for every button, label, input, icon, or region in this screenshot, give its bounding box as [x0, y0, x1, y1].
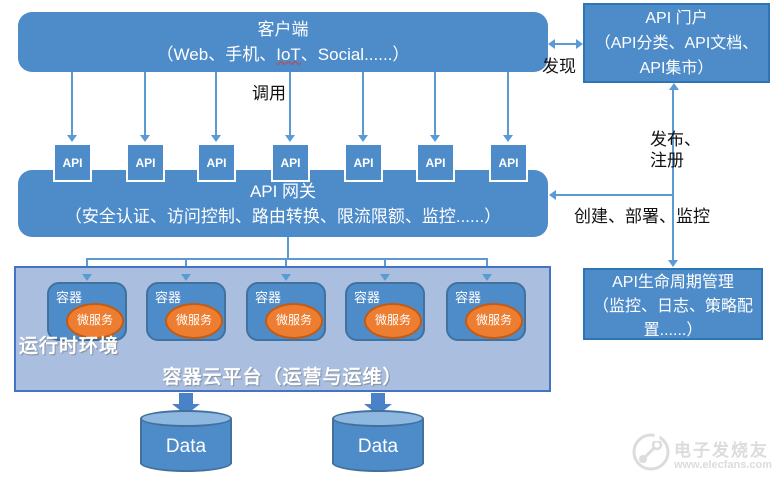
container-arrowhead-2	[181, 274, 191, 281]
discover-label: 发现	[542, 57, 576, 76]
portal-arrowhead-up	[669, 83, 679, 90]
api-gateway-subtitle: （安全认证、访问控制、路由转换、限流限额、监控......）	[64, 206, 502, 226]
client-subtitle-iot: IoT	[276, 44, 301, 64]
container-arrowhead-5	[482, 274, 492, 281]
client-subtitle-post: 、Social......）	[300, 44, 410, 64]
client-api-line-2	[144, 72, 146, 136]
cylinder-top	[332, 410, 424, 427]
gateway-arrowhead-left	[549, 190, 556, 200]
microservice-label: 微服务	[475, 313, 512, 328]
gateway-platform-feed-line	[287, 237, 289, 260]
container-platform-label: 容器云平台（运营与运维）	[162, 367, 403, 388]
client-api-line-3	[215, 72, 217, 136]
api-box-3: API	[197, 143, 236, 182]
runtime-environment-label: 运行时环境	[19, 336, 120, 357]
cylinder-top	[140, 410, 232, 427]
discover-arrowhead-left	[548, 39, 555, 49]
container-label: 容器	[155, 290, 182, 305]
watermark-name: 电子发烧友	[674, 441, 769, 460]
api-lifecycle-box: API生命周期管理 （监控、日志、策略配置......）	[583, 268, 763, 340]
lifecycle-arrowhead-down	[668, 260, 678, 267]
microservice-label: 微服务	[275, 313, 312, 328]
data-label: Data	[165, 436, 207, 457]
client-api-arrowhead-3	[211, 135, 221, 142]
data-cylinder-right: Data	[332, 410, 424, 472]
containers-bus-line	[86, 258, 488, 260]
client-api-line-7	[507, 72, 509, 136]
api-box-6: API	[416, 143, 455, 182]
microservice-ellipse: 微服务	[66, 303, 124, 339]
client-subtitle-pre: （Web、手机、	[156, 44, 277, 64]
client-subtitle: （Web、手机、IoT、Social......）	[18, 43, 548, 68]
api-portal-title: API 门户	[645, 10, 708, 27]
api-box-5: API	[344, 143, 383, 182]
microservice-label: 微服务	[76, 313, 113, 328]
container-arrowhead-1	[82, 274, 92, 281]
api-box-4: API	[271, 143, 310, 182]
client-api-arrowhead-5	[358, 135, 368, 142]
discover-arrow-line	[553, 43, 579, 45]
api-gateway-title: API 网关	[249, 182, 317, 201]
client-api-line-6	[434, 72, 436, 136]
lifecycle-gateway-hline	[555, 194, 674, 196]
api-portal-box: API 门户 （API分类、API文档、API集市）	[583, 3, 770, 83]
container-label: 容器	[56, 290, 83, 305]
client-api-arrowhead-6	[430, 135, 440, 142]
container-box-5: 容器 微服务	[446, 282, 526, 341]
client-api-arrowhead-2	[140, 135, 150, 142]
container-arrowhead-3	[281, 274, 291, 281]
call-label: 调用	[252, 84, 286, 103]
microservice-label: 微服务	[175, 313, 212, 328]
lifecycle-vline	[672, 194, 674, 260]
client-api-line-5	[362, 72, 364, 136]
microservice-ellipse: 微服务	[265, 303, 323, 339]
data-label: Data	[357, 436, 399, 457]
container-arrowhead-4	[380, 274, 390, 281]
container-box-1: 容器 微服务	[47, 282, 127, 341]
client-title: 客户端	[257, 20, 309, 39]
data-block-arrow-right-shaft	[371, 393, 385, 404]
microservice-ellipse: 微服务	[364, 303, 422, 339]
client-box: 客户端 （Web、手机、IoT、Social......）	[18, 12, 548, 72]
publish-register-label: 发布、 注册	[650, 130, 701, 171]
watermark-site: www.elecfans.com	[674, 459, 773, 471]
container-box-3: 容器 微服务	[246, 282, 326, 341]
elecfans-logo-icon	[632, 433, 670, 471]
api-box-7: API	[489, 143, 528, 182]
client-api-arrowhead-1	[67, 135, 77, 142]
microservice-ellipse: 微服务	[165, 303, 223, 339]
client-api-arrowhead-7	[503, 135, 513, 142]
gateway-portal-line	[672, 88, 674, 195]
api-box-1: API	[53, 143, 92, 182]
client-api-line-4	[289, 72, 291, 136]
container-box-4: 容器 微服务	[345, 282, 425, 341]
container-box-2: 容器 微服务	[146, 282, 226, 341]
microservice-ellipse: 微服务	[465, 303, 523, 339]
data-block-arrow-left-shaft	[179, 393, 193, 404]
create-deploy-monitor-label: 创建、部署、监控	[574, 207, 710, 226]
api-gateway-box: API 网关 （安全认证、访问控制、路由转换、限流限额、监控......）	[18, 170, 548, 237]
container-label: 容器	[354, 290, 381, 305]
api-lifecycle-title: API生命周期管理	[612, 274, 734, 291]
client-api-arrowhead-4	[285, 135, 295, 142]
api-box-2: API	[126, 143, 165, 182]
container-label: 容器	[255, 290, 282, 305]
api-portal-subtitle: （API分类、API文档、API集市）	[594, 34, 759, 77]
api-lifecycle-subtitle: （监控、日志、策略配置......）	[592, 298, 753, 339]
data-cylinder-left: Data	[140, 410, 232, 472]
client-api-line-1	[71, 72, 73, 136]
microservice-label: 微服务	[374, 313, 411, 328]
container-label: 容器	[455, 290, 482, 305]
discover-arrowhead-right	[576, 39, 583, 49]
watermark: 电子发烧友 www.elecfans.com	[630, 429, 780, 479]
